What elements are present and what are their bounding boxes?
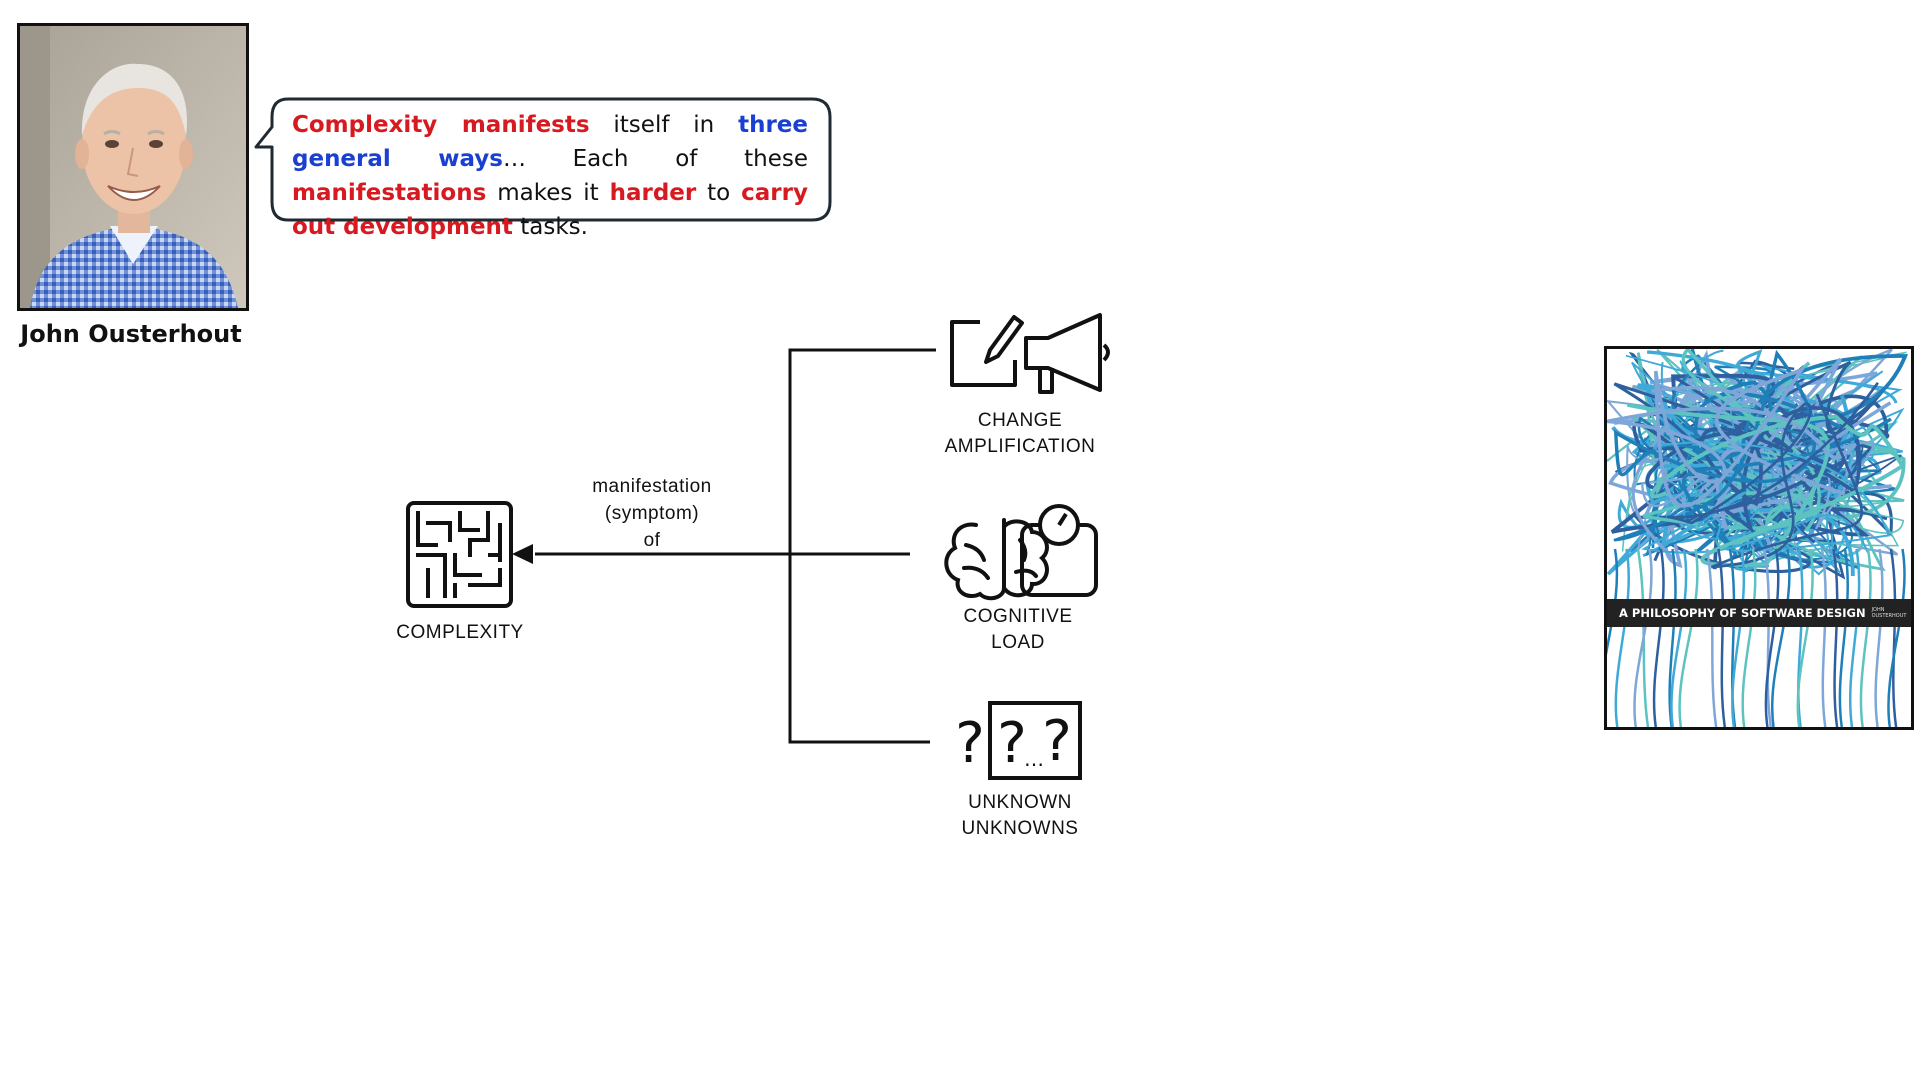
scribble-line [1693, 354, 1909, 533]
hanging-line [1874, 548, 1884, 727]
hanging-line [1887, 548, 1906, 727]
book-title: A PHILOSOPHY OF SOFTWARE DESIGN [1619, 606, 1866, 620]
svg-text:?: ? [997, 711, 1027, 776]
svg-text:…: … [1024, 747, 1044, 771]
quote-segment: Complexity manifests [292, 112, 590, 138]
hanging-line [1889, 548, 1898, 727]
book-cover: A PHILOSOPHY OF SOFTWARE DESIGN JOHN OUS… [1604, 346, 1914, 730]
label-line: AMPLIFICATION [944, 436, 1096, 457]
hanging-line [1670, 548, 1688, 727]
speech-bubble [254, 97, 832, 222]
scribble-line [1626, 402, 1906, 567]
label-line: COGNITIVE [963, 606, 1073, 627]
hanging-line [1763, 548, 1772, 727]
hanging-line [1764, 548, 1780, 727]
edge-label-line: (symptom) [604, 503, 700, 524]
cognitive-load-label: COGNITIVE LOAD [918, 604, 1118, 656]
brain-icon [944, 518, 1049, 601]
quote-segment: three general ways [292, 112, 808, 172]
hanging-line [1796, 548, 1814, 727]
scribble-line [1613, 349, 1892, 555]
portrait-image [20, 26, 246, 308]
arrow-head [512, 544, 533, 564]
book-cover-art [1607, 349, 1909, 727]
scribble-line [1666, 381, 1879, 569]
book-title-band: A PHILOSOPHY OF SOFTWARE DESIGN JOHN OUS… [1607, 599, 1911, 627]
hanging-line [1731, 548, 1746, 727]
speaker-name: John Ousterhout [20, 320, 242, 348]
scribble-line [1607, 365, 1858, 508]
quote-segment: to [696, 180, 742, 206]
hanging-line [1607, 548, 1619, 656]
hanging-line [1848, 548, 1861, 727]
quote-segment: … Each of these [502, 146, 808, 172]
hanging-line [1614, 548, 1630, 727]
label-line: UNKNOWN [968, 792, 1072, 813]
speaker-portrait [17, 23, 249, 311]
question-marks-glyphs: ? ? ? … [955, 709, 1072, 776]
quote-segment: itself in [589, 112, 739, 138]
scale-icon [1020, 504, 1098, 597]
edge-label: manifestation (symptom) of [572, 473, 732, 554]
hanging-line [1838, 548, 1849, 727]
svg-text:?: ? [1042, 709, 1072, 774]
bracket-line [788, 348, 936, 744]
change-amplification-label: CHANGE AMPLIFICATION [920, 408, 1120, 460]
book-author: JOHN OUSTERHOUT [1871, 607, 1907, 619]
quote-segment: manifestations [292, 180, 487, 206]
scribble-line [1641, 382, 1875, 530]
quote-segment: carry out development [292, 180, 808, 240]
scribble-line [1645, 406, 1862, 535]
hanging-line [1652, 548, 1665, 727]
quote-text: Complexity manifests itself in three gen… [292, 108, 808, 244]
scribble-line [1617, 349, 1898, 571]
hanging-line [1820, 548, 1827, 727]
quote-segment: makes it [486, 180, 610, 206]
hanging-line [1668, 548, 1677, 727]
label-line: LOAD [991, 632, 1045, 653]
megaphone-icon [1024, 313, 1110, 394]
quote-segment: tasks. [512, 214, 588, 240]
maze-icon [406, 501, 513, 608]
connector-lines [535, 348, 936, 744]
scribble-line [1610, 373, 1888, 534]
svg-text:?: ? [955, 711, 985, 776]
hanging-line [1633, 548, 1653, 727]
edge-label-line: manifestation [592, 476, 712, 497]
pencil-square-icon [950, 315, 1024, 387]
label-line: CHANGE [977, 410, 1063, 431]
complexity-label: COMPLEXITY [396, 622, 524, 643]
hanging-line [1705, 548, 1718, 727]
question-marks-icon [988, 701, 1082, 780]
hanging-line [1771, 548, 1791, 727]
unknown-unknowns-label: UNKNOWN UNKNOWNS [920, 790, 1120, 842]
hanging-line [1832, 548, 1839, 727]
hanging-line [1741, 548, 1757, 727]
edge-label-line: of [643, 530, 661, 551]
hanging-line [1859, 548, 1872, 727]
scribble-line [1645, 382, 1855, 577]
quote-segment: harder [609, 180, 697, 206]
hanging-line [1678, 548, 1699, 727]
label-line: UNKNOWNS [961, 818, 1079, 839]
hanging-line [1717, 548, 1727, 727]
